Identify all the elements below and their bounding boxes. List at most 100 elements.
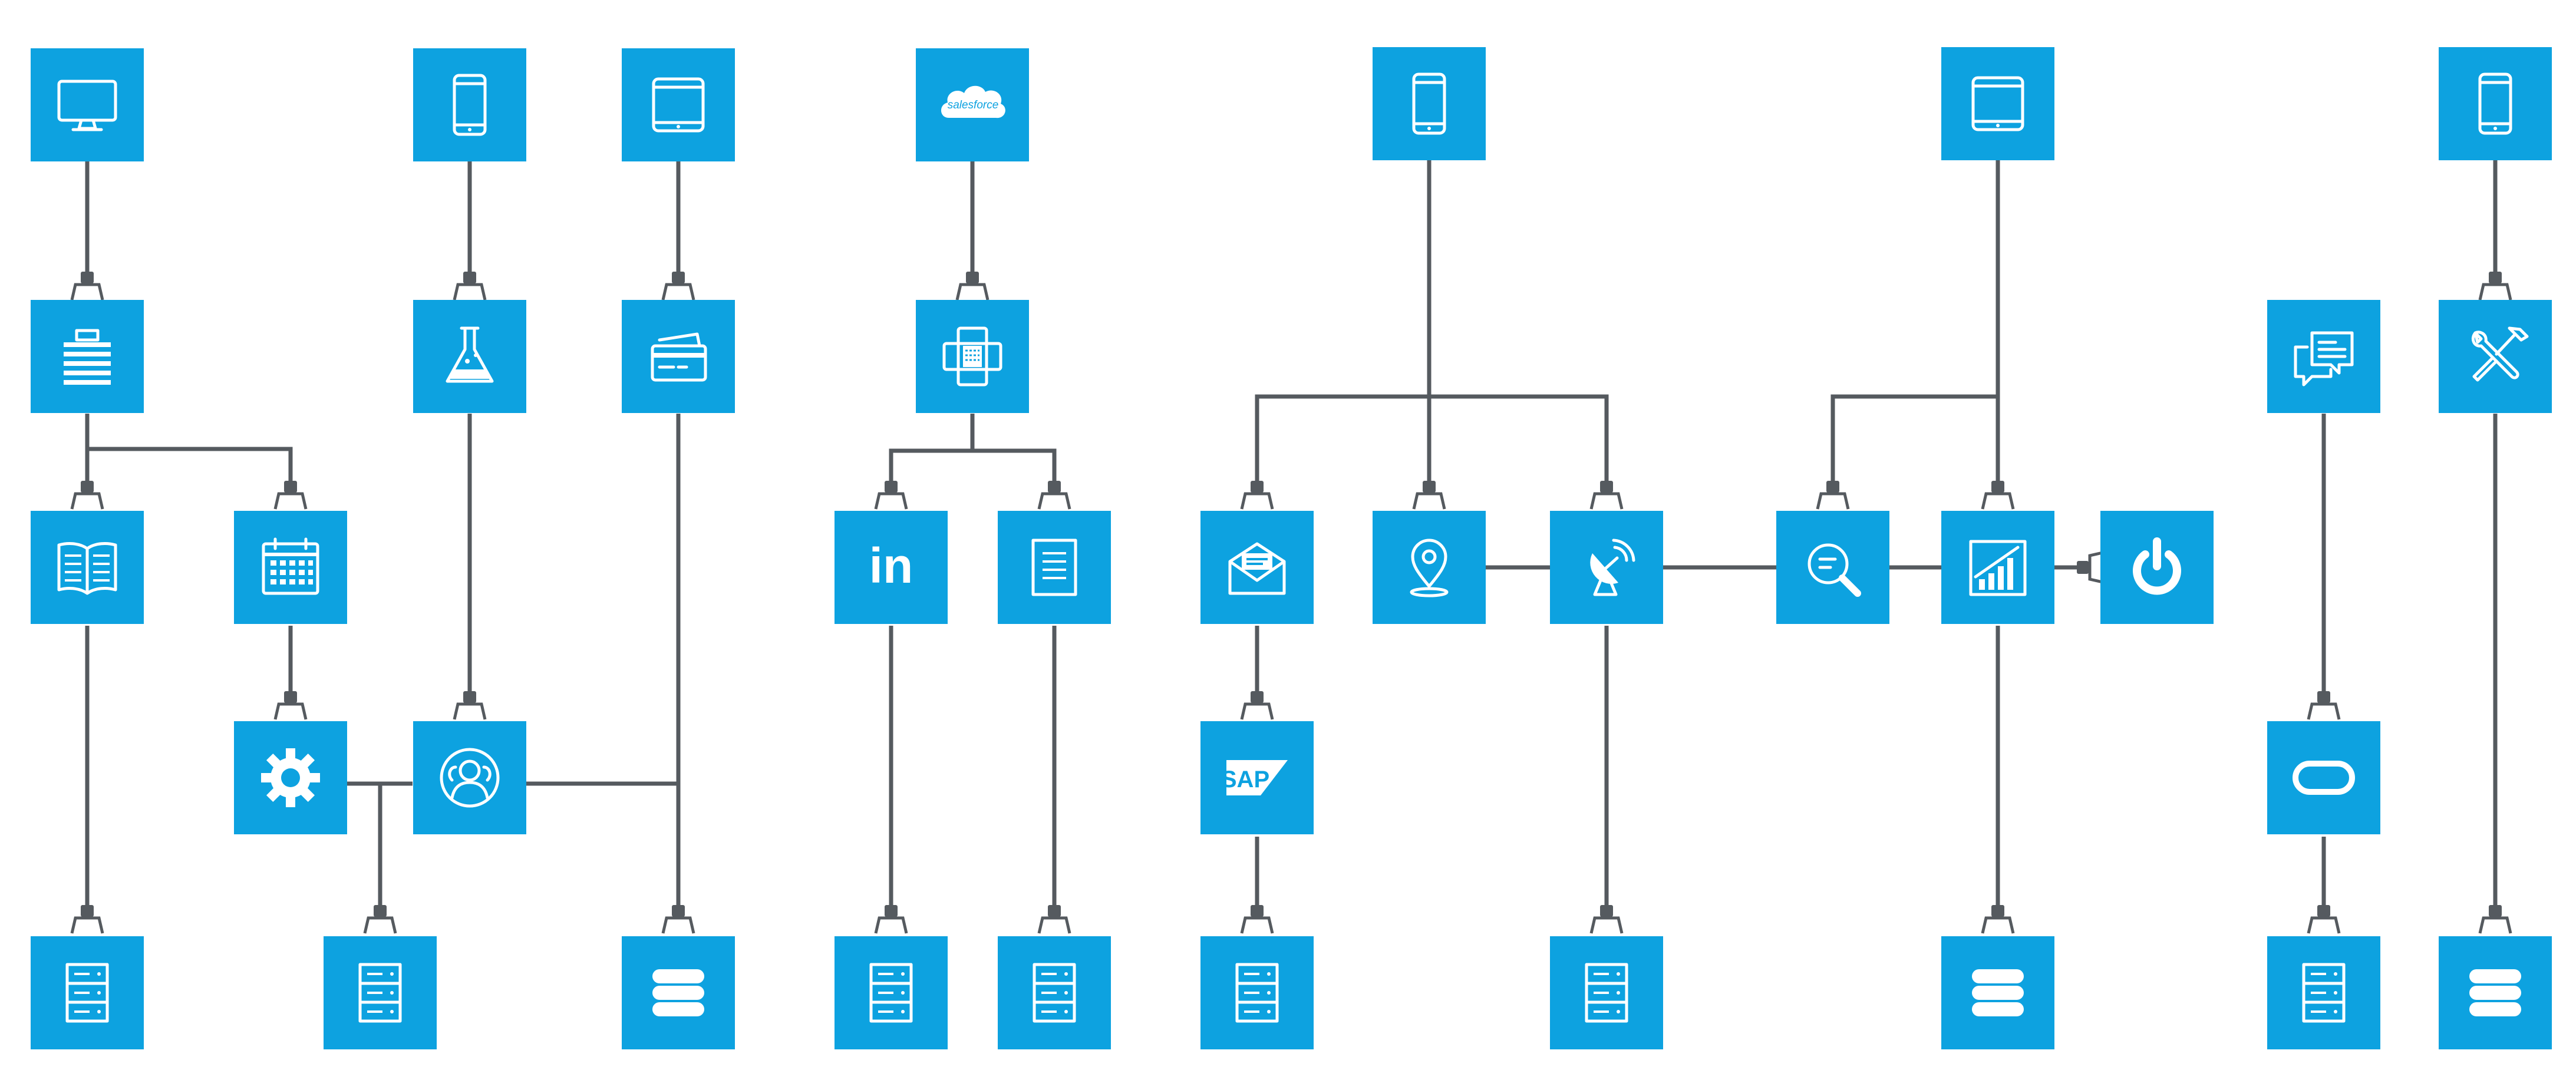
node-lab[interactable] (413, 300, 526, 413)
tools-icon (2471, 326, 2529, 382)
node-server-1[interactable] (31, 936, 144, 1049)
svg-text:salesforce: salesforce (948, 99, 999, 111)
node-cashier[interactable] (31, 300, 144, 413)
smartphone-icon (1412, 72, 1446, 135)
flask-icon (446, 326, 494, 383)
server-icon (358, 963, 402, 1023)
node-linkedin[interactable]: in (835, 511, 948, 624)
node-phone-2[interactable] (1373, 47, 1486, 160)
database-icon (1972, 969, 2024, 1016)
database-icon (2469, 969, 2521, 1016)
connector-clip (874, 481, 908, 510)
book-icon (57, 542, 117, 595)
satellite-dish-icon (1590, 539, 1635, 596)
power-icon (2133, 537, 2181, 595)
node-phone-3[interactable] (2439, 47, 2552, 160)
node-location[interactable] (1373, 511, 1486, 624)
node-email[interactable] (1200, 511, 1314, 624)
connector-clip (2307, 691, 2341, 720)
node-oracle[interactable] (2267, 721, 2380, 834)
tablet-icon (652, 77, 705, 133)
connector-clip (1412, 481, 1446, 510)
connector-clip (273, 481, 308, 510)
connector-clip (1589, 481, 1624, 510)
node-calendar[interactable] (234, 511, 347, 624)
wire-tablet2-search (1830, 394, 1998, 495)
connector-clip (1037, 481, 1071, 510)
cash-register-icon (64, 329, 111, 385)
connector-clip (453, 691, 487, 720)
connector-clip (955, 272, 989, 300)
node-server-6[interactable] (1550, 936, 1663, 1049)
node-phone-1[interactable] (413, 48, 526, 161)
node-document[interactable] (998, 511, 1111, 624)
node-book[interactable] (31, 511, 144, 624)
search-icon (1808, 543, 1861, 597)
sap-logo: SAP (1221, 760, 1288, 795)
node-database-3[interactable] (2439, 936, 2552, 1049)
server-icon (1033, 963, 1076, 1023)
chat-bubbles-icon (2294, 331, 2354, 387)
node-server-4[interactable] (998, 936, 1111, 1049)
node-search[interactable] (1776, 511, 1889, 624)
connector-clip (273, 691, 308, 720)
node-settings[interactable] (234, 721, 347, 834)
node-server-7[interactable] (2267, 936, 2380, 1049)
tablet-icon (1971, 76, 2024, 131)
server-icon (869, 963, 913, 1023)
server-icon (2302, 963, 2346, 1023)
connector-clip (70, 481, 104, 510)
smartphone-icon (453, 74, 487, 136)
connector-clip (661, 272, 695, 300)
node-desktop-1[interactable] (31, 48, 144, 161)
node-sap[interactable]: SAP (1200, 721, 1314, 834)
wire-fax-document (972, 448, 1057, 495)
node-tools[interactable] (2439, 300, 2552, 413)
connector-clip (1240, 691, 1274, 720)
bar-chart-icon (1969, 540, 2027, 596)
connector-clip (1240, 905, 1274, 934)
credit-card-icon (651, 332, 707, 382)
node-database-2[interactable] (1941, 936, 2054, 1049)
node-chat[interactable] (2267, 300, 2380, 413)
server-icon (1585, 963, 1628, 1023)
oracle-logo (2293, 761, 2355, 795)
node-power[interactable] (2100, 511, 2214, 624)
connector-clip (453, 272, 487, 300)
desktop-icon (57, 80, 117, 131)
map-pin-icon (1410, 539, 1449, 597)
salesforce-logo: salesforce (941, 85, 1005, 118)
node-payment[interactable] (622, 300, 735, 413)
connector-clip (1981, 905, 2015, 934)
node-tablet-2[interactable] (1941, 47, 2054, 160)
connector-clip (1589, 905, 1624, 934)
connector-clip (2307, 905, 2341, 934)
smartphone-icon (2478, 72, 2512, 135)
svg-text:in: in (869, 538, 913, 593)
connector-clip (874, 905, 908, 934)
svg-text:SAP: SAP (1221, 767, 1269, 792)
connector-clip (661, 905, 695, 934)
connector-clip (1981, 481, 2015, 510)
server-icon (65, 963, 109, 1023)
node-analytics[interactable] (1941, 511, 2054, 624)
connector-clip (70, 272, 104, 300)
connector-clip (363, 905, 397, 934)
node-salesforce[interactable]: salesforce (916, 48, 1029, 161)
server-icon (1235, 963, 1279, 1023)
node-server-3[interactable] (835, 936, 948, 1049)
node-users[interactable] (413, 721, 526, 834)
connector-clip (2478, 905, 2512, 934)
node-server-5[interactable] (1200, 936, 1314, 1049)
node-database-1[interactable] (622, 936, 735, 1049)
fax-icon (942, 326, 1002, 387)
node-tablet-1[interactable] (622, 48, 735, 161)
gear-icon (261, 748, 320, 807)
node-fax[interactable] (916, 300, 1029, 413)
node-server-2[interactable] (324, 936, 437, 1049)
node-satellite[interactable] (1550, 511, 1663, 624)
document-icon (1031, 539, 1077, 596)
wire-phone2-branch (1255, 394, 1609, 495)
wire-cashier-book-calendar (85, 414, 293, 495)
